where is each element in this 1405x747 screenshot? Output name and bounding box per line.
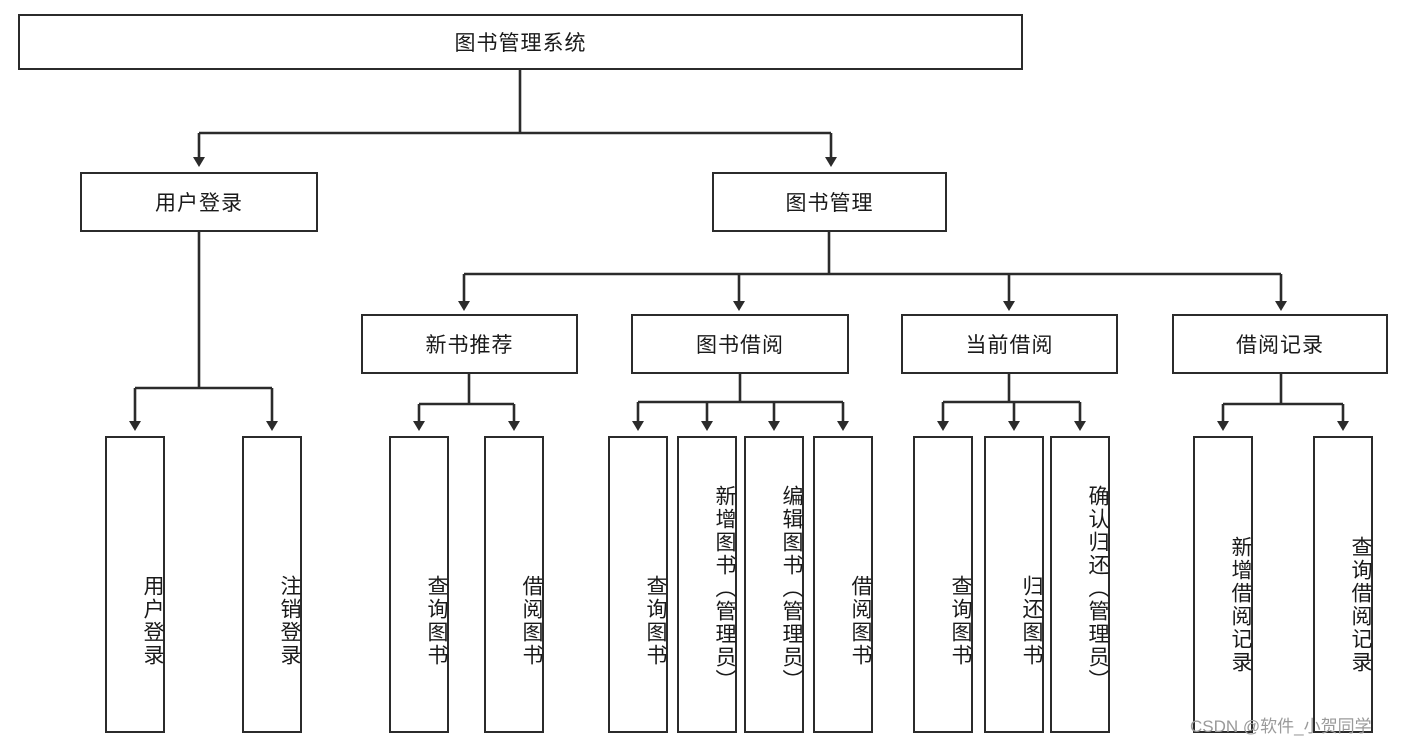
node-book-manage-label: 图书管理 [785, 192, 874, 215]
leaf-query-record-label: 查询借阅记录 [1349, 535, 1372, 674]
leaf-borrow-book-label: 借阅图书 [849, 574, 872, 667]
leaf-add-book-label: 新增图书（管理员） [713, 485, 736, 692]
leaf-confirm-return[interactable]: 确认归还（管理员） [1050, 436, 1110, 733]
node-root[interactable]: 图书管理系统 [18, 14, 1023, 70]
leaf-add-book[interactable]: 新增图书（管理员） [677, 436, 737, 733]
leaf-borrow-book[interactable]: 借阅图书 [813, 436, 873, 733]
node-borrow-record-label: 借阅记录 [1236, 334, 1324, 357]
leaf-add-record[interactable]: 新增借阅记录 [1193, 436, 1253, 733]
leaf-user-login[interactable]: 用户登录 [105, 436, 165, 733]
node-new-book-rec[interactable]: 新书推荐 [361, 314, 578, 374]
node-book-manage[interactable]: 图书管理 [712, 172, 947, 232]
leaf-logout[interactable]: 注销登录 [242, 436, 302, 733]
leaf-query-book-borrow[interactable]: 查询图书 [608, 436, 668, 733]
leaf-query-book-current-label: 查询图书 [949, 574, 972, 667]
node-user-login-label: 用户登录 [155, 192, 243, 215]
leaf-borrow-book-rec[interactable]: 借阅图书 [484, 436, 544, 733]
node-book-borrow[interactable]: 图书借阅 [631, 314, 849, 374]
leaf-edit-book[interactable]: 编辑图书（管理员） [744, 436, 804, 733]
node-book-borrow-label: 图书借阅 [696, 334, 784, 357]
leaf-query-book-current[interactable]: 查询图书 [913, 436, 973, 733]
node-current-borrow-label: 当前借阅 [965, 334, 1054, 357]
leaf-user-login-label: 用户登录 [141, 574, 164, 667]
node-borrow-record[interactable]: 借阅记录 [1172, 314, 1388, 374]
leaf-add-record-label: 新增借阅记录 [1229, 535, 1252, 674]
csdn-watermark: CSDN @软件_小贺同学 [1190, 717, 1372, 736]
node-user-login[interactable]: 用户登录 [80, 172, 318, 232]
leaf-borrow-book-rec-label: 借阅图书 [520, 574, 543, 667]
leaf-return-book[interactable]: 归还图书 [984, 436, 1044, 733]
leaf-confirm-return-label: 确认归还（管理员） [1086, 485, 1109, 692]
node-current-borrow[interactable]: 当前借阅 [901, 314, 1118, 374]
node-new-book-rec-label: 新书推荐 [425, 334, 514, 357]
leaf-query-book-rec-label: 查询图书 [425, 574, 448, 667]
leaf-return-book-label: 归还图书 [1020, 574, 1043, 667]
node-root-label: 图书管理系统 [454, 32, 587, 55]
leaf-query-book-borrow-label: 查询图书 [644, 574, 667, 667]
leaf-query-book-rec[interactable]: 查询图书 [389, 436, 449, 733]
leaf-query-record[interactable]: 查询借阅记录 [1313, 436, 1373, 733]
leaf-edit-book-label: 编辑图书（管理员） [780, 485, 803, 692]
leaf-logout-label: 注销登录 [278, 574, 301, 667]
